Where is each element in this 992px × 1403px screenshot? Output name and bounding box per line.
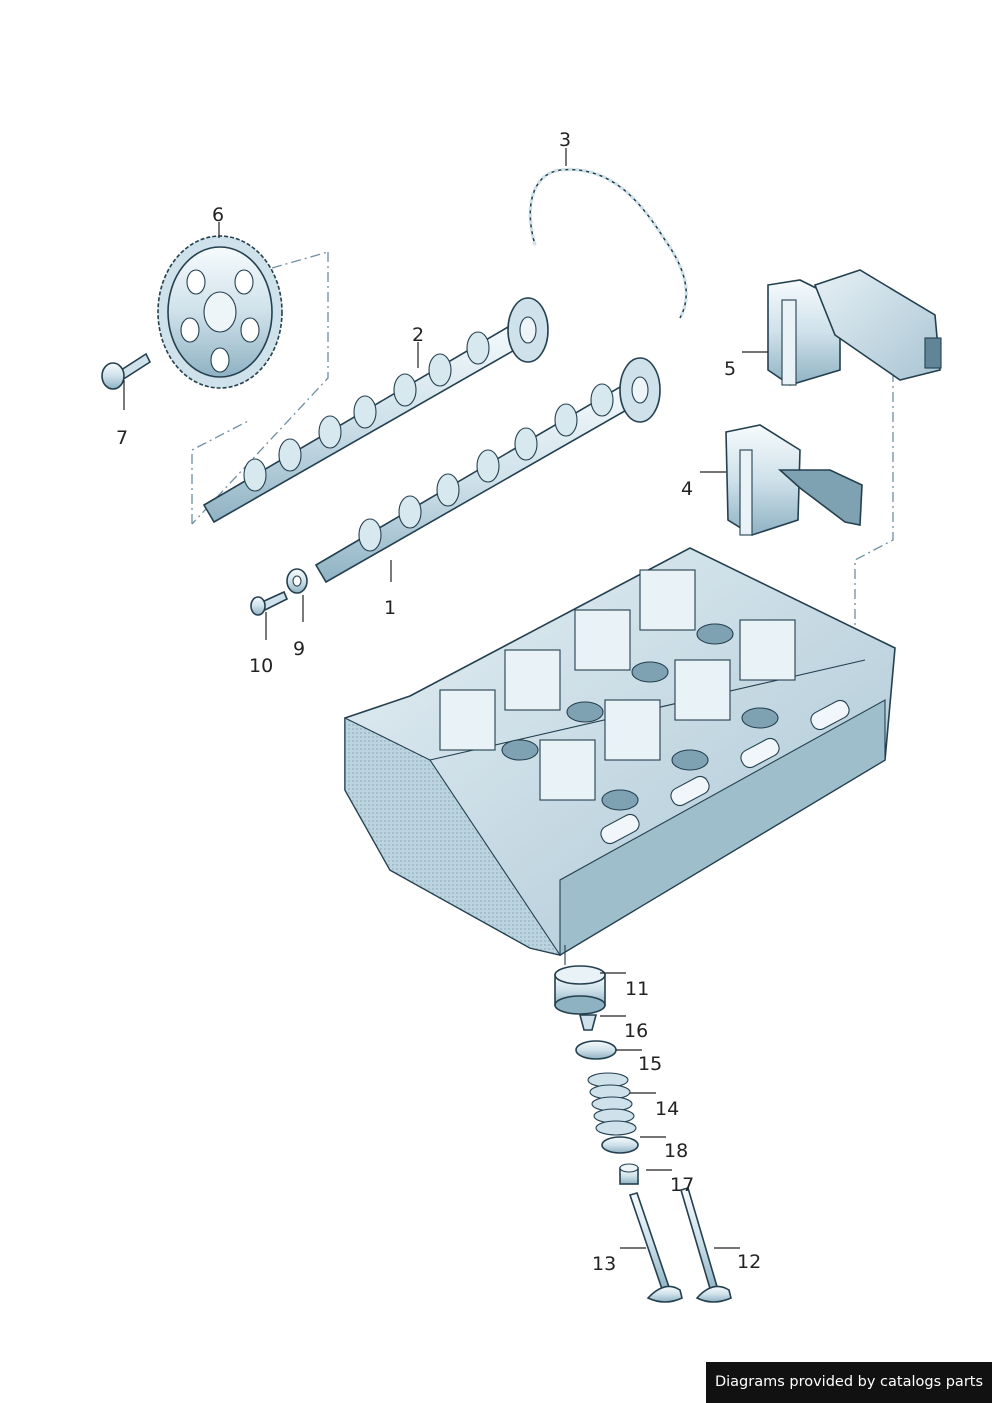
spring-seat [601,1136,639,1154]
callout-numbers: 1 2 3 4 5 6 7 9 10 11 12 13 14 15 16 17 … [116,129,761,1275]
callout-2: 2 [412,324,424,346]
valve-keeper [578,1014,598,1031]
valve-stem-seal [619,1163,639,1185]
chain-guide [725,424,863,536]
callout-12: 12 [737,1251,761,1273]
callout-10: 10 [249,655,273,677]
camshaft-lower-lobes [358,383,614,552]
credit-text: Diagrams provided by catalogs parts [714,1374,984,1390]
camshaft-lower [314,357,661,584]
callout-16: 16 [624,1020,648,1042]
exhaust-ports [600,699,850,845]
valve-train-stack [554,945,732,1303]
sprocket-bolt [101,352,152,390]
callout-14: 14 [655,1098,679,1120]
intake-valve [628,1192,683,1303]
callout-13: 13 [592,1253,616,1275]
callout-11: 11 [625,978,649,1000]
spring-retainer [575,1040,617,1060]
exhaust-valve [680,1187,732,1303]
callout-18: 18 [664,1140,688,1162]
camshaft-upper-lobes [243,331,490,492]
chain-tensioner-adjuster [767,269,942,386]
cylinder-head [344,547,896,956]
callout-leaders [123,148,768,1249]
hydraulic-lifter [554,965,606,1015]
camshaft-washer [286,568,308,594]
callout-9: 9 [293,638,305,660]
camshaft-upper [202,297,549,524]
callout-3: 3 [559,129,571,151]
callout-1: 1 [384,597,396,619]
callout-6: 6 [212,204,224,226]
callout-4: 4 [681,478,693,500]
callout-7: 7 [116,427,128,449]
cam-bearing-caps [439,569,796,801]
assembly-dash-lines [191,251,894,630]
camshaft-bolt [250,590,289,616]
callout-5: 5 [724,358,736,380]
camshaft-sprocket [157,235,283,389]
callout-15: 15 [638,1053,662,1075]
timing-chain [528,167,688,319]
callout-17: 17 [670,1174,694,1196]
credit-banner: Diagrams provided by catalogs parts [706,1362,992,1403]
valve-spring [587,1072,637,1136]
valve-bores [501,623,779,811]
